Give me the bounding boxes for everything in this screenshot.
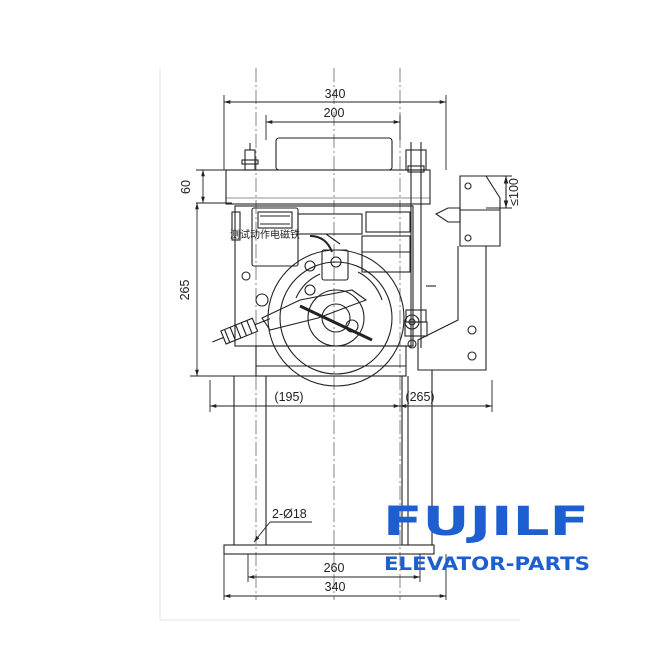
dim-top-outer: 340 [325, 87, 346, 101]
right-bracket [417, 175, 512, 371]
offset-dimension-lines [209, 380, 493, 412]
top-dimension-lines [223, 95, 447, 170]
dim-holes: 2-Ø18 [272, 507, 307, 521]
guide-rail [223, 370, 435, 555]
bottom-dimension-lines [223, 554, 447, 600]
gear-body [212, 137, 436, 387]
brand-tagline: ELEVATOR-PARTS [384, 553, 590, 575]
dim-left-offset: (195) [274, 390, 303, 404]
test-magnet-annotation: 测试动作电磁铁 [230, 228, 300, 241]
center-lines [255, 68, 401, 600]
brand-logo: FUJILF [383, 499, 589, 545]
page-frame [159, 68, 520, 621]
dim-right-gap: ≤100 [507, 178, 521, 206]
dim-right-offset: (265) [405, 390, 434, 404]
dim-bottom-inner: 260 [324, 561, 345, 575]
holes-leader [253, 521, 312, 543]
dim-top-inner: 200 [324, 106, 345, 120]
dim-left-top-height: 60 [179, 180, 193, 194]
dim-bottom-outer: 340 [325, 580, 346, 594]
dim-left-body-height: 265 [178, 280, 192, 301]
left-dimension-lines [190, 169, 256, 377]
